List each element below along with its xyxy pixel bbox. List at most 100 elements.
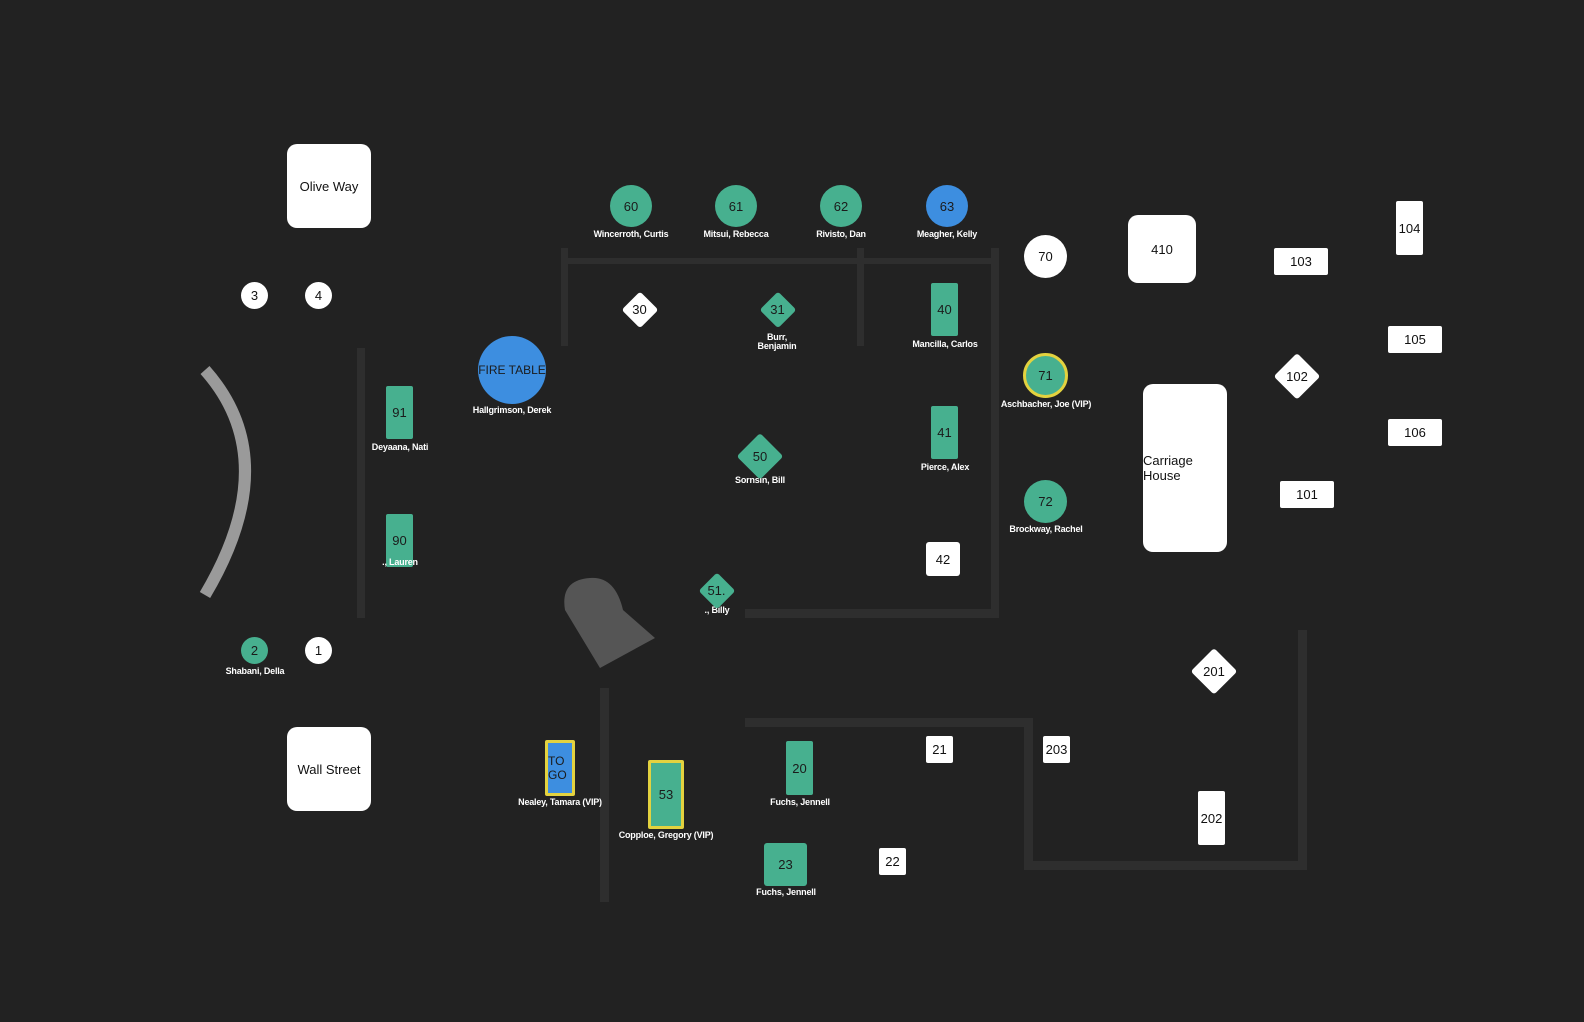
table-31[interactable]: 31 bbox=[759, 291, 796, 328]
table-number: 102 bbox=[1286, 368, 1308, 384]
table-number: 71 bbox=[1038, 368, 1053, 383]
table-number: 20 bbox=[792, 760, 807, 776]
table-to-go[interactable]: TO GO bbox=[545, 740, 575, 796]
table-410[interactable]: 410 bbox=[1128, 215, 1196, 283]
guest-name: Aschbacher, Joe (VIP) bbox=[1000, 399, 1092, 409]
guest-name: Wincerroth, Curtis bbox=[593, 229, 669, 239]
table-40[interactable]: 40 bbox=[931, 283, 958, 336]
guest-name: Hallgrimson, Derek bbox=[472, 405, 552, 415]
table-62[interactable]: 62 bbox=[820, 185, 862, 227]
table-number: 21 bbox=[932, 742, 947, 757]
table-number: TO GO bbox=[548, 754, 567, 782]
table-202[interactable]: 202 bbox=[1198, 791, 1225, 845]
table-20[interactable]: 20 bbox=[786, 741, 813, 795]
table-number: 60 bbox=[623, 198, 639, 214]
guest-name: Meagher, Kelly bbox=[916, 229, 978, 239]
table-21[interactable]: 21 bbox=[926, 736, 953, 763]
table-51[interactable]: 51. bbox=[698, 572, 735, 609]
table-number: 3 bbox=[250, 288, 259, 303]
table-number: 101 bbox=[1296, 487, 1318, 502]
table-number: 203 bbox=[1045, 742, 1068, 757]
table-number: 63 bbox=[939, 198, 955, 214]
room-carriage-house[interactable]: Carriage House bbox=[1143, 384, 1227, 552]
table-63[interactable]: 63 bbox=[926, 185, 968, 227]
table-53[interactable]: 53 bbox=[648, 760, 684, 829]
wall bbox=[857, 248, 864, 346]
room-label: Carriage House bbox=[1143, 453, 1193, 483]
wall bbox=[357, 348, 365, 618]
guest-name: ., Billy bbox=[704, 605, 730, 615]
table-number: 91 bbox=[392, 405, 407, 420]
guest-name: Deyaana, Nati bbox=[371, 442, 429, 452]
guest-name: Pierce, Alex bbox=[920, 462, 970, 472]
grand-piano-icon bbox=[564, 577, 655, 668]
table-91[interactable]: 91 bbox=[386, 386, 413, 439]
table-201[interactable]: 201 bbox=[1191, 648, 1237, 694]
guest-name: Brockway, Rachel bbox=[1009, 524, 1083, 534]
room-label: Wall Street bbox=[297, 761, 361, 777]
room-olive-way[interactable]: Olive Way bbox=[287, 144, 371, 228]
guest-name: Fuchs, Jennell bbox=[756, 887, 816, 897]
table-3[interactable]: 3 bbox=[241, 282, 268, 309]
wall bbox=[1298, 630, 1307, 870]
table-number: 40 bbox=[937, 302, 952, 317]
table-90[interactable]: 90 bbox=[386, 514, 413, 567]
table-71[interactable]: 71 bbox=[1023, 353, 1068, 398]
table-42[interactable]: 42 bbox=[926, 542, 960, 576]
table-104[interactable]: 104 bbox=[1396, 201, 1423, 255]
wall bbox=[1024, 718, 1033, 870]
guest-name: ., Lauren bbox=[382, 557, 418, 567]
table-72[interactable]: 72 bbox=[1024, 480, 1067, 523]
curved-wall-icon bbox=[199, 366, 251, 599]
table-number: 41 bbox=[937, 425, 952, 440]
guest-name: Copploe, Gregory (VIP) bbox=[618, 830, 714, 840]
table-70[interactable]: 70 bbox=[1024, 235, 1067, 278]
table-number: 42 bbox=[935, 551, 951, 567]
table-number: FIRE TABLE bbox=[478, 363, 546, 377]
table-2[interactable]: 2 bbox=[241, 637, 268, 664]
wall bbox=[600, 688, 609, 902]
table-103[interactable]: 103 bbox=[1274, 248, 1328, 275]
table-number: 50 bbox=[752, 448, 768, 464]
table-41[interactable]: 41 bbox=[931, 406, 958, 459]
table-number: 2 bbox=[250, 643, 259, 658]
table-number: 62 bbox=[833, 198, 849, 214]
table-1[interactable]: 1 bbox=[305, 637, 332, 664]
table-105[interactable]: 105 bbox=[1388, 326, 1442, 353]
table-102[interactable]: 102 bbox=[1274, 353, 1320, 399]
table-60[interactable]: 60 bbox=[610, 185, 652, 227]
wall bbox=[745, 609, 999, 618]
table-106[interactable]: 106 bbox=[1388, 419, 1442, 446]
table-22[interactable]: 22 bbox=[879, 848, 906, 875]
table-number: 22 bbox=[885, 854, 900, 869]
table-30[interactable]: 30 bbox=[621, 291, 658, 328]
table-number: 103 bbox=[1290, 254, 1312, 269]
guest-name: Mancilla, Carlos bbox=[912, 339, 978, 349]
table-4[interactable]: 4 bbox=[305, 282, 332, 309]
table-number: 51. bbox=[707, 583, 726, 598]
table-number: 202 bbox=[1200, 810, 1223, 826]
table-number: 23 bbox=[778, 857, 793, 872]
table-number: 31 bbox=[770, 302, 785, 317]
guest-name: Fuchs, Jennell bbox=[770, 797, 830, 807]
table-number: 1 bbox=[314, 643, 323, 658]
table-23[interactable]: 23 bbox=[764, 843, 807, 886]
room-wall-street[interactable]: Wall Street bbox=[287, 727, 371, 811]
wall bbox=[991, 248, 999, 618]
table-number: 201 bbox=[1203, 663, 1225, 679]
table-203[interactable]: 203 bbox=[1043, 736, 1070, 763]
wall bbox=[745, 718, 1033, 727]
guest-name: Burr, bbox=[766, 332, 788, 342]
guest-name: Sornsin, Bill bbox=[735, 475, 785, 485]
table-number: 72 bbox=[1038, 494, 1053, 509]
guest-name: Shabani, Della bbox=[225, 666, 285, 676]
wall bbox=[561, 258, 998, 264]
wall bbox=[1024, 861, 1307, 870]
table-101[interactable]: 101 bbox=[1280, 481, 1334, 508]
table-number: 4 bbox=[314, 288, 323, 303]
guest-name: Benjamin bbox=[757, 341, 797, 351]
fire-table[interactable]: FIRE TABLE bbox=[478, 336, 546, 404]
table-number: 90 bbox=[392, 533, 407, 548]
table-50[interactable]: 50 bbox=[737, 433, 783, 479]
table-61[interactable]: 61 bbox=[715, 185, 757, 227]
